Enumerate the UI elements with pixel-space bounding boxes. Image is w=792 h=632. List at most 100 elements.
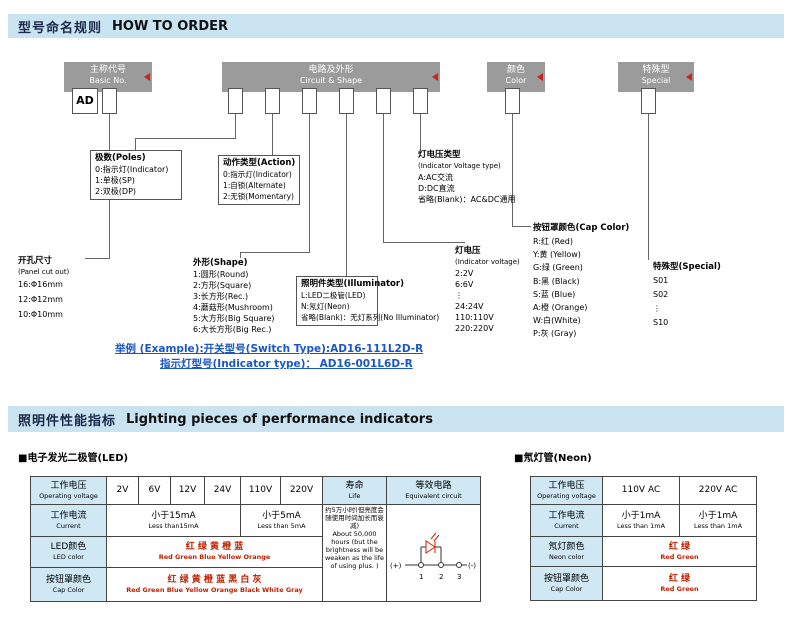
- cell-text-zh: 寿命: [345, 481, 364, 491]
- voltage-header-cell: 2V: [106, 476, 139, 505]
- connector-line: [240, 252, 310, 253]
- circuit-shape-label-zh: 电路及外形: [308, 65, 354, 75]
- cell-text-zh: 工作电流: [50, 511, 87, 522]
- cell-text: 6V: [148, 485, 161, 495]
- neon-color-row-label: 氖灯颜色 Neon color: [530, 536, 603, 567]
- neon-current-cell: 小于1mA Less than 1mA: [602, 504, 680, 537]
- cell-text-en: Current: [554, 522, 579, 530]
- red-arrow-icon: [686, 73, 692, 81]
- action-code-box: [265, 88, 280, 114]
- cell-text-zh: 小于1mA: [698, 511, 738, 521]
- cell-text: 2V: [116, 485, 129, 495]
- cell-text-zh: 小于1mA: [621, 511, 661, 521]
- panel-cutout-title-en: (Panel cut out): [18, 268, 70, 276]
- cell-text-en: Red Green Blue Yellow Orange: [158, 553, 271, 562]
- terminal-1-label: 1: [419, 573, 423, 581]
- list-item: Y:黄 (Yellow): [533, 250, 581, 260]
- special-header: 特殊型 Special: [618, 62, 694, 92]
- how-to-order-header: 型号命名规则 HOW TO ORDER: [8, 14, 784, 38]
- cell-text-zh: 等效电路: [415, 481, 452, 491]
- connector-line: [235, 114, 236, 138]
- list-item: ⋮: [653, 304, 661, 313]
- shape-code-box: [302, 88, 317, 114]
- equivalent-circuit-diagram: (+) (-) 1 2 3: [390, 532, 476, 581]
- life-note-zh: 约5万小时(但亮度会随使用时间加长而衰减): [325, 506, 384, 530]
- red-arrow-icon: [537, 73, 543, 81]
- led-current-high-cell: 小于5mA Less than 5mA: [240, 503, 323, 538]
- cell-text-en: Operating voltage: [39, 492, 98, 500]
- list-item: 3:长方形(Rec.): [193, 292, 249, 301]
- cell-text-en: Current: [56, 522, 81, 531]
- shape-annotation: 外形(Shape) 1:圆形(Round) 2:方形(Square) 3:长方形…: [193, 258, 313, 335]
- list-item: G:绿 (Green): [533, 263, 583, 273]
- poles-title: 极数(Poles): [95, 153, 146, 163]
- cap-color-annotation: 按钮罩颜色(Cap Color) R:红 (Red) Y:黄 (Yellow) …: [533, 222, 643, 341]
- connector-line: [383, 114, 384, 242]
- connector-line: [648, 114, 649, 260]
- list-item: 省略(Blank)：AC&DC通用: [418, 195, 516, 204]
- neon-cap-color-row-label: 按钮罩颜色 Cap Color: [530, 566, 603, 601]
- action-title: 动作类型(Action): [223, 158, 296, 168]
- connector-line: [512, 226, 531, 227]
- panel-cutout-title-zh: 开孔尺寸: [18, 256, 53, 266]
- basic-no-label-zh: 主称代号: [89, 65, 126, 75]
- special-types-title: 特殊型(Special): [653, 262, 721, 272]
- example-switch-type-link[interactable]: 举例 (Example):开关型号(Switch Type):AD16-111L…: [115, 343, 424, 355]
- color-header: 颜色 Color: [487, 62, 545, 92]
- cell-text-zh: 红 绿 黄 橙 蓝 黑 白 灰: [167, 574, 262, 585]
- cell-text-en: LED color: [53, 553, 84, 562]
- voltage-header-cell: 220V: [280, 476, 323, 505]
- list-item: S10: [653, 318, 669, 327]
- cell-text: 110V AC: [621, 485, 661, 495]
- list-item: 省略(Blank)：无灯系列(No Illuminator): [301, 313, 440, 322]
- color-code-box: [505, 88, 520, 114]
- cell-text-zh: 按钮罩颜色: [45, 574, 91, 585]
- voltage-type-code-box: [413, 88, 428, 114]
- life-column-header: 寿命 Life: [322, 476, 387, 505]
- cell-text-zh: 红 绿: [668, 542, 691, 552]
- list-item: 220:220V: [455, 324, 494, 333]
- voltage-header-cell: 24V: [204, 476, 241, 505]
- list-item: 10:Φ10mm: [18, 310, 63, 319]
- example-indicator-type-link[interactable]: 指示灯型号(Indicator type)： AD16-001L6D-R: [160, 358, 413, 370]
- cell-text-zh: 工作电压: [50, 481, 87, 491]
- led-voltage-row-label: 工作电压 Operating voltage: [30, 476, 107, 505]
- connector-line: [309, 114, 310, 252]
- voltage-type-title-en: (Indicator Voltage type): [418, 162, 501, 170]
- neon-table: 工作电压 Operating voltage 110V AC 220V AC 工…: [530, 476, 757, 601]
- led-current-row-label: 工作电流 Current: [30, 503, 107, 538]
- list-item: R:红 (Red): [533, 237, 573, 246]
- basic-no-header: 主称代号 Basic No.: [64, 62, 152, 92]
- led-equiv-circuit-cell: (+) (-) 1 2 3: [386, 504, 481, 602]
- list-item: B:黑 (Black): [533, 276, 580, 286]
- list-item: 2:方形(Square): [193, 281, 252, 290]
- connector-line: [85, 258, 110, 259]
- cell-text-en: Less than 1mA: [693, 522, 743, 530]
- list-item: 2:无锁(Momentary): [223, 192, 294, 201]
- basic-no-code: AD: [76, 94, 94, 107]
- led-colors-cell: 红 绿 黄 橙 蓝 Red Green Blue Yellow Orange: [106, 536, 323, 568]
- special-code-box: [641, 88, 656, 114]
- connector-line: [135, 138, 236, 139]
- list-item: 1:自锁(Alternate): [223, 181, 286, 190]
- cell-text-zh: 氖灯颜色: [548, 542, 585, 552]
- equiv-circuit-column-header: 等效电路 Equivalent circuit: [386, 476, 481, 505]
- list-item: 5:大方形(Big Square): [193, 314, 275, 323]
- cell-text: 24V: [213, 485, 232, 495]
- cell-text-zh: 红 绿: [668, 574, 691, 584]
- led-life-note-cell: 约5万小时(但亮度会随使用时间加长而衰减) About 50,000 hours…: [322, 504, 387, 602]
- neon-cap-colors-cell: 红 绿 Red Green: [602, 566, 757, 601]
- circuit-shape-header: 电路及外形 Circuit & Shape: [222, 62, 440, 92]
- list-item: ⋮: [455, 291, 463, 300]
- list-item: N:氖灯(Neon): [301, 302, 350, 311]
- list-item: 6:大长方形(Big Rec.): [193, 325, 272, 334]
- cell-text-zh: 红 绿 黄 橙 蓝: [185, 542, 244, 553]
- led-cap-color-row-label: 按钮罩颜色 Cap Color: [30, 566, 107, 603]
- connector-line: [346, 114, 347, 276]
- voltage-code-box: [376, 88, 391, 114]
- basic-no-code-box: AD: [72, 88, 98, 114]
- cell-text-en: Operating voltage: [537, 492, 596, 500]
- circuit-shape-label-en: Circuit & Shape: [299, 76, 363, 86]
- lighting-title-en: Lighting pieces of performance indicator…: [126, 411, 433, 427]
- cell-text: 110V: [248, 485, 273, 495]
